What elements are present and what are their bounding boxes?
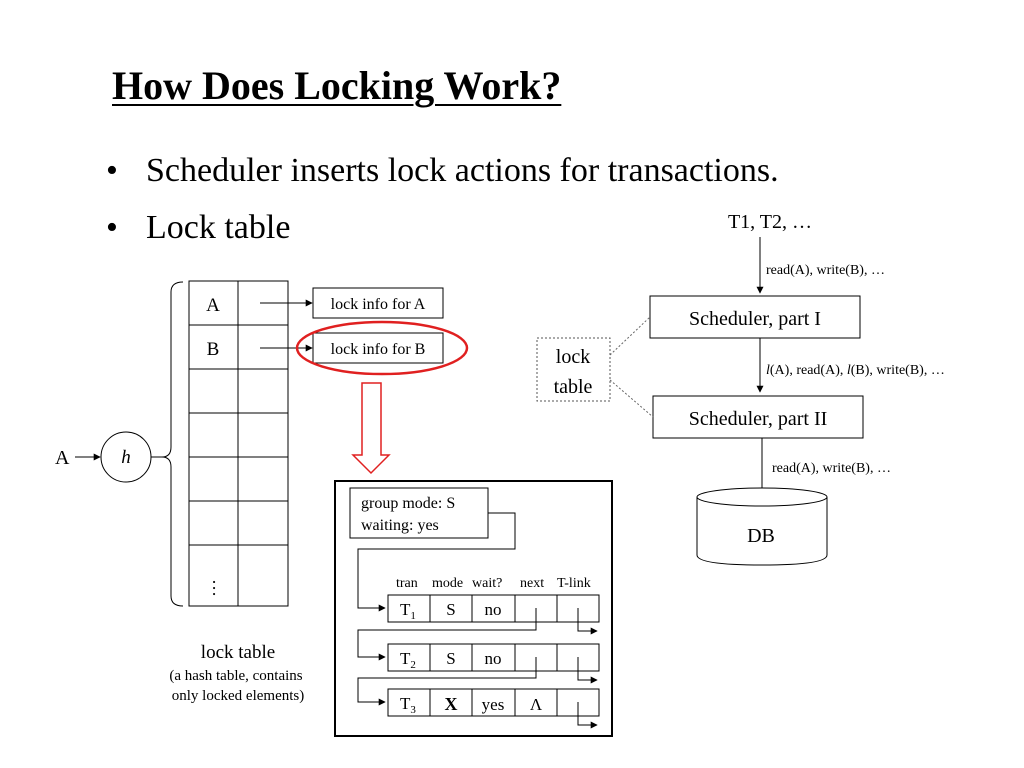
hash-function-label: h bbox=[121, 447, 131, 468]
col-header-next: next bbox=[520, 576, 544, 591]
hash-row-a: A bbox=[206, 295, 220, 316]
scheduler-part1-label: Scheduler, part I bbox=[689, 308, 821, 330]
expand-arrow bbox=[351, 382, 391, 475]
bullet-dot: • bbox=[106, 152, 118, 189]
lock-row-1: T1 S no bbox=[387, 594, 600, 623]
row3-next: Λ bbox=[530, 695, 543, 714]
actions-mid-label: l(A), read(A), l(B), write(B), … bbox=[766, 363, 945, 378]
actions-in-label: read(A), write(B), … bbox=[766, 263, 885, 278]
page-title: How Does Locking Work? bbox=[112, 63, 562, 108]
bullet-scheduler: • Scheduler inserts lock actions for tran… bbox=[106, 152, 779, 190]
lock-info-a-label: lock info for A bbox=[331, 296, 426, 313]
row3-mode: X bbox=[445, 694, 458, 714]
bullet-lock-table: • Lock table bbox=[106, 209, 290, 247]
hash-caption: lock table bbox=[201, 642, 275, 663]
tlink-2 bbox=[577, 657, 598, 684]
highlight-ring bbox=[295, 320, 469, 376]
lock-row-3: T3 X yes Λ bbox=[387, 688, 600, 717]
scheduler-part1-box bbox=[649, 295, 861, 339]
tlink-3 bbox=[577, 702, 598, 729]
transactions-label: T1, T2, … bbox=[728, 211, 812, 233]
hash-input-label: A bbox=[55, 447, 70, 469]
lock-info-b-box bbox=[312, 332, 444, 364]
lock-table-label-2: table bbox=[554, 376, 593, 398]
col-header-mode: mode bbox=[432, 576, 463, 591]
lock-table-link-1 bbox=[609, 316, 651, 356]
row3-tran: T3 bbox=[400, 694, 416, 716]
col-header-tran: tran bbox=[396, 576, 418, 591]
actions-out-label: read(A), write(B), … bbox=[772, 461, 891, 476]
col-header-wait: wait? bbox=[472, 576, 502, 591]
hash-table bbox=[188, 280, 289, 607]
db-label: DB bbox=[747, 525, 775, 547]
group-mode-label: group mode: S bbox=[361, 495, 455, 512]
hash-ellipsis: … bbox=[209, 579, 229, 597]
scheduler-part2-label: Scheduler, part II bbox=[689, 408, 828, 430]
lock-info-b-label: lock info for B bbox=[331, 341, 426, 358]
lock-table-link-2 bbox=[609, 379, 654, 418]
next-link-2 bbox=[357, 657, 537, 706]
bullet-dot: • bbox=[106, 209, 118, 246]
detail-panel bbox=[334, 480, 613, 737]
col-header-tlink: T-link bbox=[557, 576, 591, 591]
lock-row-2: T2 S no bbox=[387, 643, 600, 672]
row3-wait: yes bbox=[482, 695, 505, 714]
waiting-label: waiting: yes bbox=[361, 517, 439, 534]
hash-caption-sub2: only locked elements) bbox=[172, 688, 304, 704]
row2-tran: T2 bbox=[400, 649, 416, 671]
hash-caption-sub1: (a hash table, contains bbox=[169, 668, 302, 684]
group-to-row1-link bbox=[357, 512, 516, 612]
next-link-1 bbox=[357, 608, 537, 661]
row2-mode: S bbox=[446, 649, 455, 668]
hash-row-b: B bbox=[207, 339, 220, 360]
lock-info-a-box bbox=[312, 287, 444, 319]
row1-wait: no bbox=[485, 600, 502, 619]
bullet-text: Lock table bbox=[146, 209, 291, 246]
row1-mode: S bbox=[446, 600, 455, 619]
tlink-1 bbox=[577, 608, 598, 635]
row1-tran: T1 bbox=[400, 600, 416, 622]
lock-table-label-1: lock bbox=[556, 346, 590, 368]
db-cylinder bbox=[696, 487, 828, 566]
hash-brace bbox=[161, 281, 184, 607]
lock-table-box bbox=[536, 337, 611, 402]
bullet-text: Scheduler inserts lock actions for trans… bbox=[146, 152, 779, 189]
row2-wait: no bbox=[485, 649, 502, 668]
